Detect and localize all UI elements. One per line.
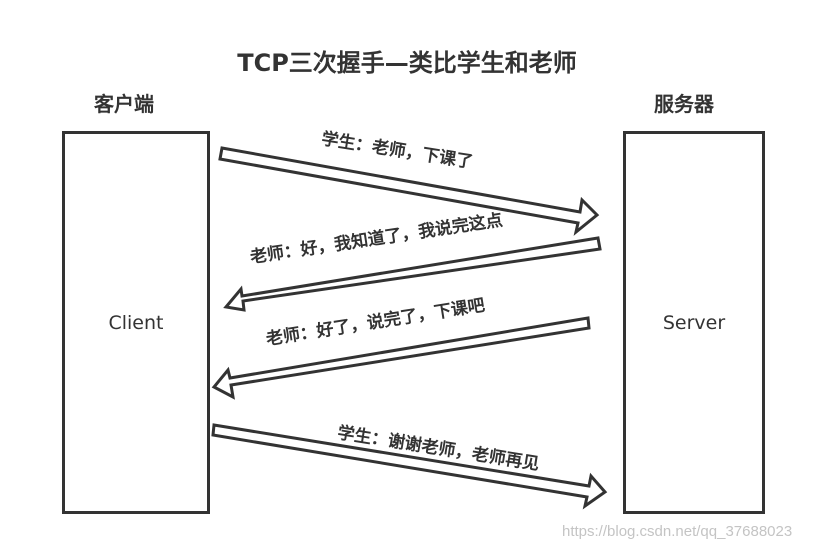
- server-heading: 服务器: [654, 92, 714, 116]
- diagram-title: TCP三次握手—类比学生和老师: [237, 49, 577, 77]
- watermark: https://blog.csdn.net/qq_37688023: [562, 523, 793, 540]
- client-box: Client: [62, 131, 210, 514]
- server-box: Server: [623, 131, 765, 514]
- client-label: Client: [108, 311, 164, 334]
- arrow-4-client-to-server: [211, 423, 608, 510]
- client-heading: 客户端: [94, 92, 154, 116]
- arrow-3-server-to-client: [211, 316, 591, 400]
- server-label: Server: [662, 311, 726, 334]
- arrow-1-client-to-server: [218, 146, 600, 236]
- arrow-2-server-to-client: [223, 236, 602, 312]
